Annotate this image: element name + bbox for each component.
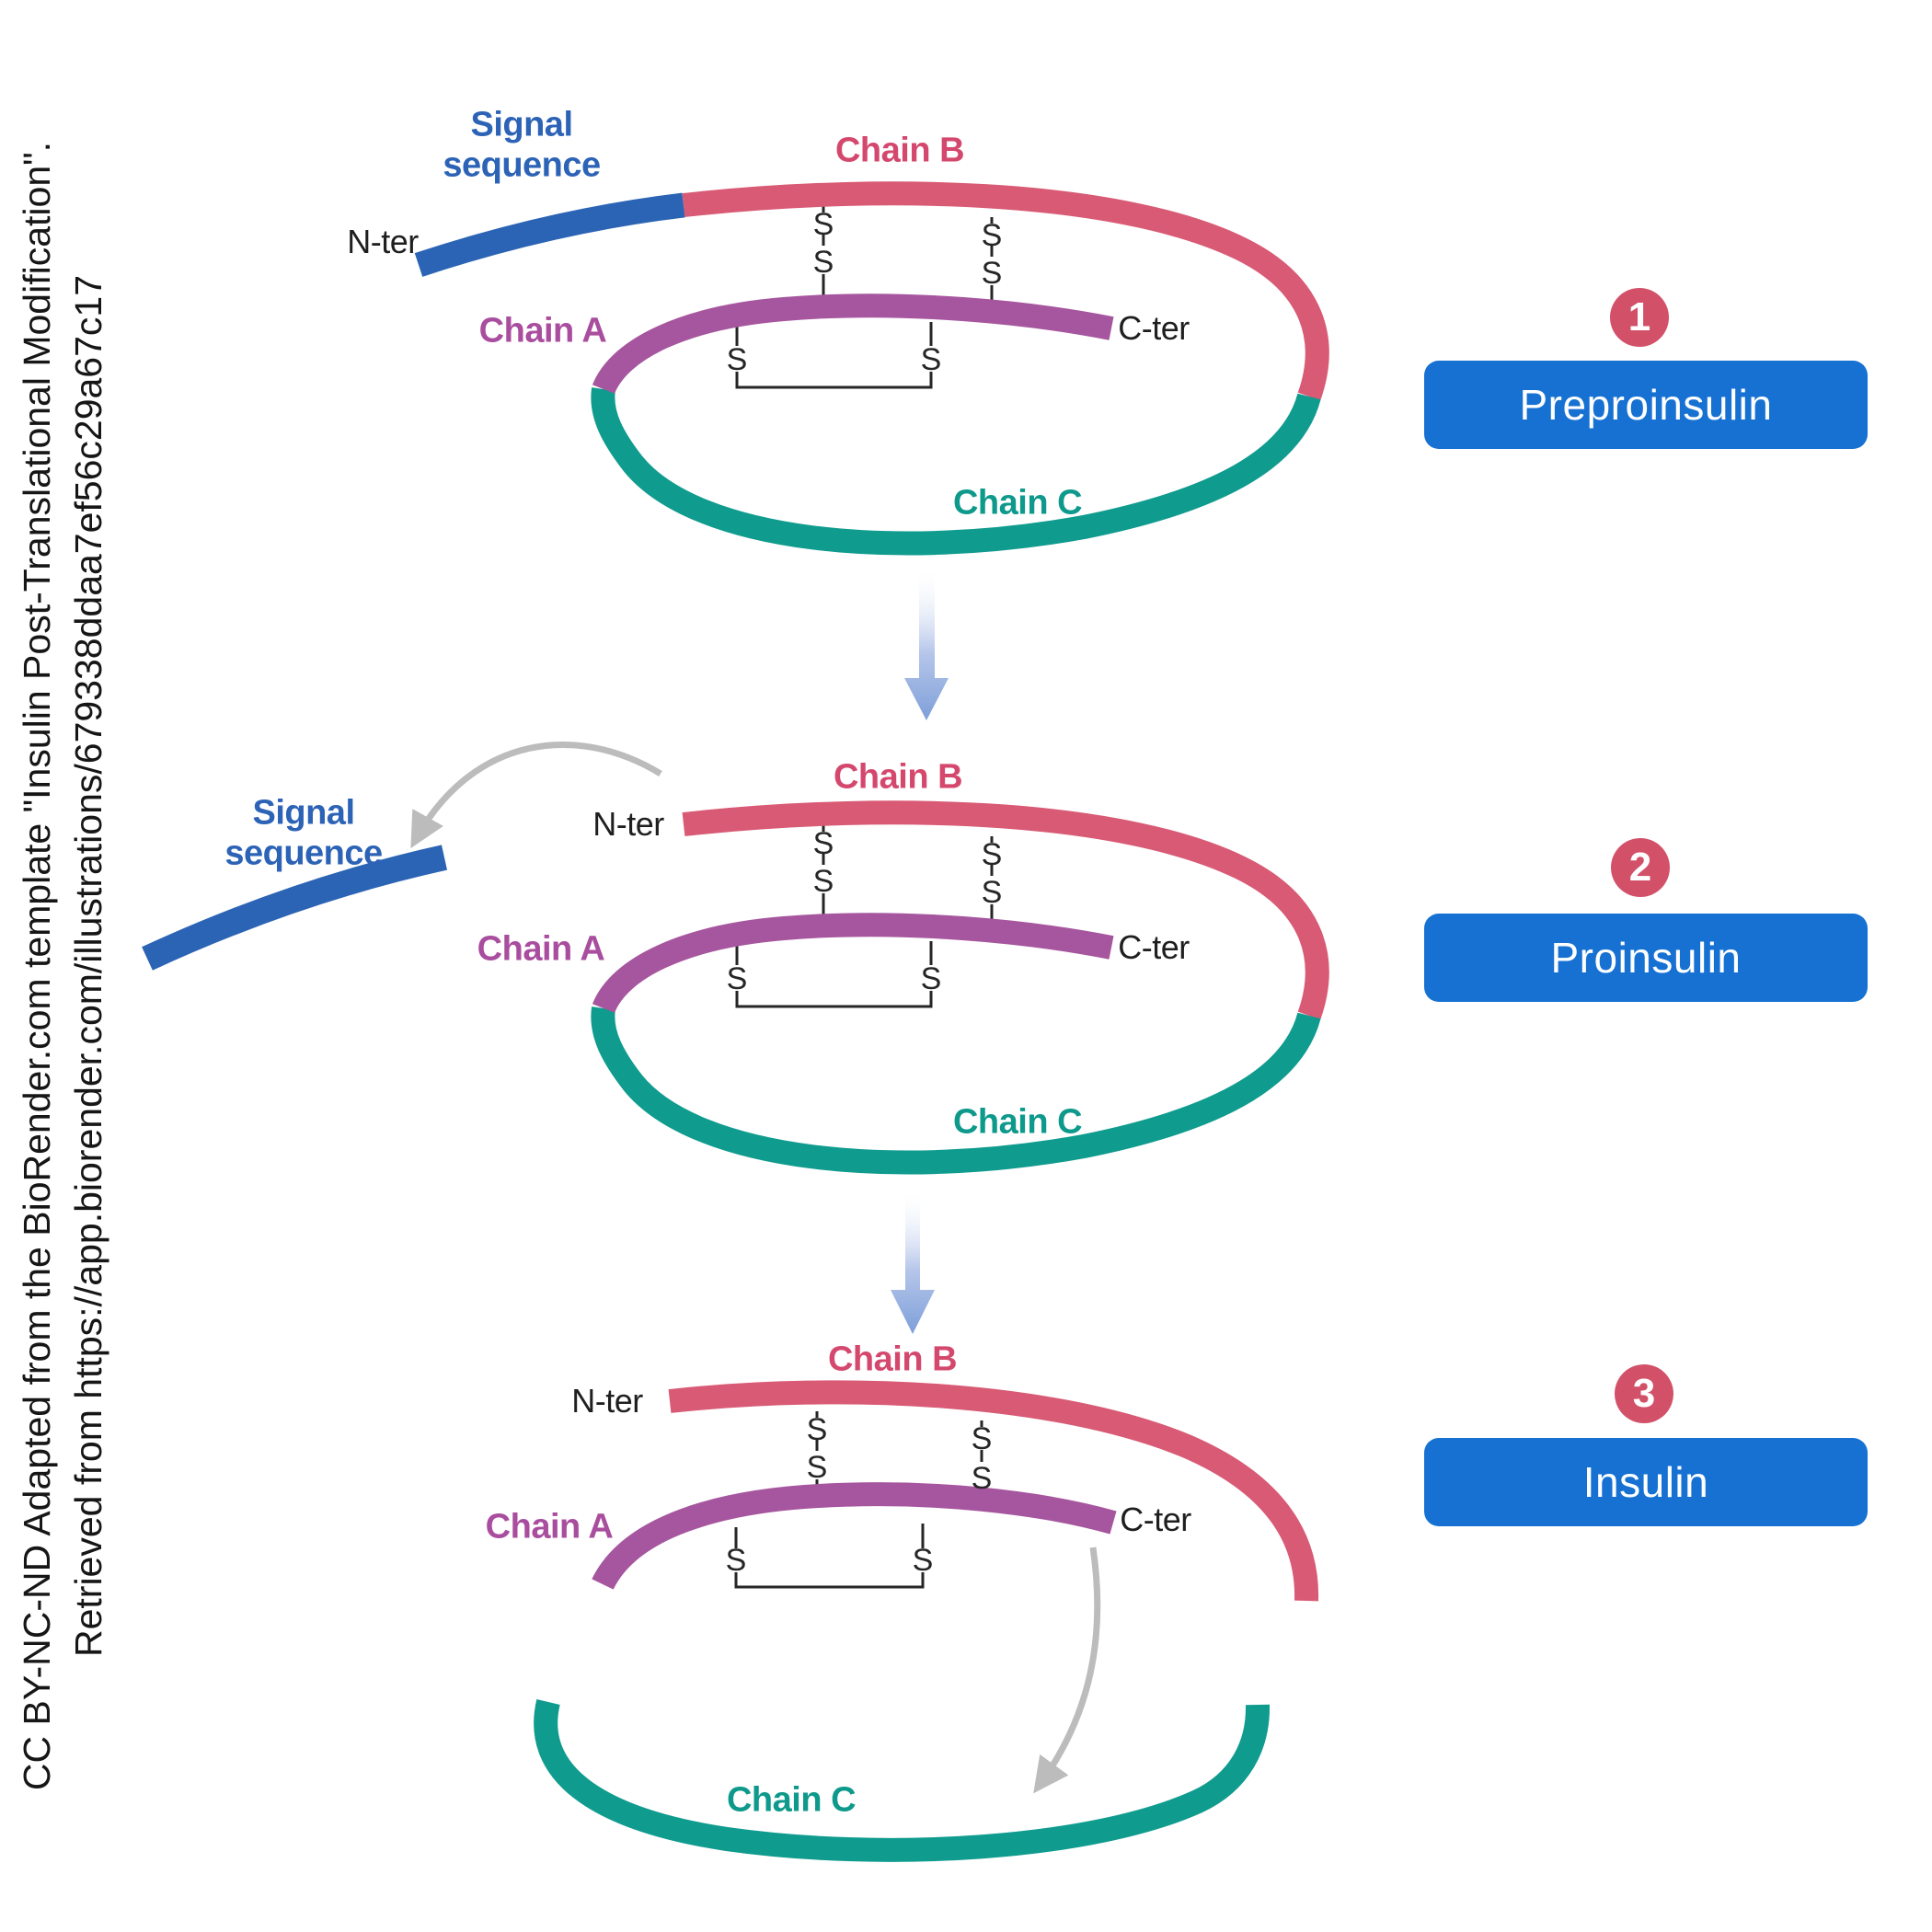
- disulfide-bond-lines: [735, 824, 994, 1008]
- insulin-button[interactable]: Insulin: [1424, 1438, 1868, 1526]
- chain-b-label: Chain B: [834, 131, 965, 170]
- chain-a-segment: [592, 1482, 1117, 1591]
- disulfide-s-label: S: [726, 1543, 747, 1578]
- intra-chain-bond-bracket: [734, 1572, 925, 1589]
- signal-sequence-label-line1: Signal: [470, 105, 573, 144]
- disulfide-s-label: S: [921, 961, 942, 996]
- n-terminus-label: N-ter: [347, 223, 419, 260]
- disulfide-s-label: S: [813, 826, 834, 861]
- insulin-button-label: Insulin: [1582, 1458, 1709, 1506]
- disulfide-s-labels: S S S S S S: [727, 826, 1003, 996]
- disulfide-s-label: S: [972, 1421, 993, 1456]
- signal-sequence-label-line1: Signal: [252, 793, 355, 833]
- disulfide-bond-lines: [735, 205, 994, 389]
- chain-c-segment: [591, 1006, 1321, 1175]
- stage-2-badge: 2: [1611, 838, 1670, 897]
- intra-chain-bond-bracket: [735, 372, 933, 389]
- disulfide-s-label: S: [921, 342, 942, 377]
- chain-b-segment: [682, 181, 1329, 401]
- disulfide-s-labels: S S S S S S: [726, 1412, 993, 1578]
- chain-c-label: Chain C: [952, 1102, 1083, 1142]
- released-chain-c-segment: [534, 1698, 1271, 1862]
- process-arrow-down-1: [904, 570, 949, 720]
- signal-sequence-label-line2: sequence: [443, 145, 601, 185]
- chain-a-segment: [592, 293, 1114, 395]
- disulfide-s-label: S: [982, 837, 1003, 872]
- disulfide-s-label: S: [807, 1450, 828, 1485]
- cleaved-signal-sequence-segment: [142, 845, 448, 971]
- chain-c-label: Chain C: [726, 1780, 857, 1820]
- signal-sequence-label-line2: sequence: [224, 834, 383, 873]
- disulfide-bond-lines: [734, 1411, 983, 1589]
- disulfide-s-label: S: [913, 1543, 934, 1578]
- stage-2-number: 2: [1628, 845, 1652, 890]
- chain-b-label: Chain B: [827, 1340, 958, 1379]
- n-terminus-label: N-ter: [571, 1382, 643, 1420]
- disulfide-s-label: S: [813, 207, 834, 242]
- insulin-diagram: S S S S S S: [534, 1380, 1319, 1862]
- disulfide-s-label: S: [982, 256, 1003, 291]
- c-terminus-label: C-ter: [1118, 928, 1190, 966]
- chain-a-label: Chain A: [485, 1507, 614, 1547]
- c-terminus-label: C-ter: [1118, 309, 1190, 347]
- signal-sequence-segment: [414, 192, 685, 277]
- disulfide-s-label: S: [727, 961, 748, 996]
- disulfide-s-label: S: [982, 218, 1003, 253]
- stage-3-number: 3: [1632, 1371, 1656, 1416]
- proinsulin-button-label: Proinsulin: [1550, 934, 1742, 982]
- disulfide-s-label: S: [807, 1412, 828, 1447]
- chain-b-segment: [682, 800, 1329, 1020]
- chain-c-label: Chain C: [952, 483, 1083, 523]
- stage-1-number: 1: [1627, 294, 1651, 339]
- preproinsulin-button[interactable]: Preproinsulin: [1424, 361, 1868, 449]
- proinsulin-button[interactable]: Proinsulin: [1424, 914, 1868, 1002]
- disulfide-s-labels: S S S S S S: [727, 207, 1003, 377]
- stage-3-badge: 3: [1615, 1364, 1673, 1423]
- c-terminus-label: C-ter: [1120, 1501, 1191, 1538]
- disulfide-s-label: S: [727, 342, 748, 377]
- preproinsulin-button-label: Preproinsulin: [1519, 381, 1773, 429]
- chain-c-segment: [591, 387, 1321, 556]
- chain-a-label: Chain A: [478, 311, 607, 351]
- disulfide-s-label: S: [982, 875, 1003, 910]
- chain-a-label: Chain A: [477, 929, 605, 969]
- preproinsulin-diagram: S S S S S S: [414, 181, 1329, 556]
- intra-chain-bond-bracket: [735, 991, 933, 1008]
- chain-b-label: Chain B: [833, 757, 963, 797]
- disulfide-s-label: S: [813, 245, 834, 280]
- c-peptide-release-arrow: [1033, 1547, 1101, 1794]
- disulfide-s-label: S: [813, 864, 834, 899]
- chain-b-segment: [668, 1380, 1319, 1602]
- stage-1-badge: 1: [1610, 288, 1669, 347]
- proinsulin-diagram: S S S S S S: [142, 742, 1329, 1175]
- chain-a-segment: [592, 913, 1114, 1014]
- n-terminus-label: N-ter: [592, 805, 664, 843]
- signal-cleavage-arrow: [410, 742, 662, 849]
- disulfide-s-label: S: [972, 1461, 993, 1496]
- process-arrow-down-2: [891, 1191, 935, 1334]
